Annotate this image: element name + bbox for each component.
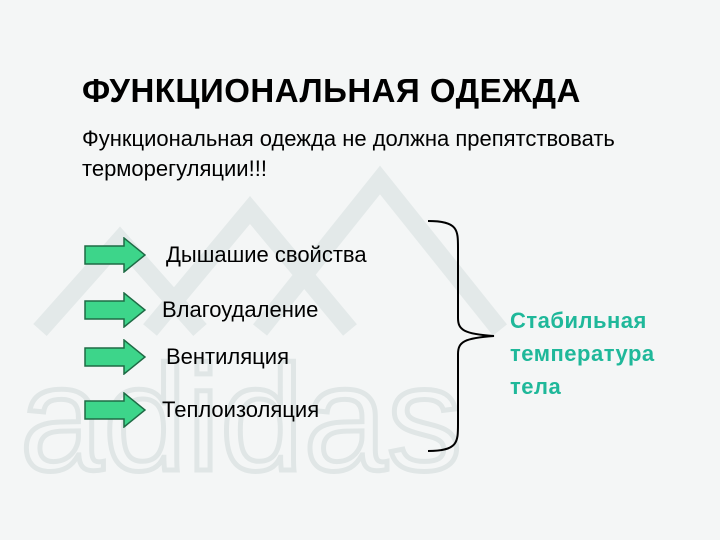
result-text: Стабильная температура тела (510, 304, 655, 403)
list-item: Влагоудаление (84, 292, 318, 328)
list-item-label: Теплоизоляция (162, 397, 320, 422)
right-arrow-icon (84, 237, 146, 273)
list-item: Вентиляция (84, 339, 289, 375)
list-item-label: Вентиляция (166, 344, 289, 369)
right-curly-brace (427, 220, 495, 452)
result-line: Стабильная (510, 308, 647, 333)
list-item-label: Дышашие свойства (166, 242, 367, 267)
list-item-label: Влагоудаление (162, 297, 319, 322)
list-item: Теплоизоляция (84, 392, 319, 428)
result-line: температура (510, 341, 655, 366)
right-arrow-icon (84, 339, 146, 375)
slide-title: ФУНКЦИОНАЛЬНАЯ ОДЕЖДА (82, 72, 581, 109)
result-line: тела (510, 374, 562, 399)
slide-subtitle: Функциональная одежда не должна препятст… (82, 126, 615, 181)
right-arrow-icon (84, 392, 146, 428)
right-arrow-icon (84, 292, 146, 328)
list-item: Дышашие свойства (84, 237, 367, 273)
